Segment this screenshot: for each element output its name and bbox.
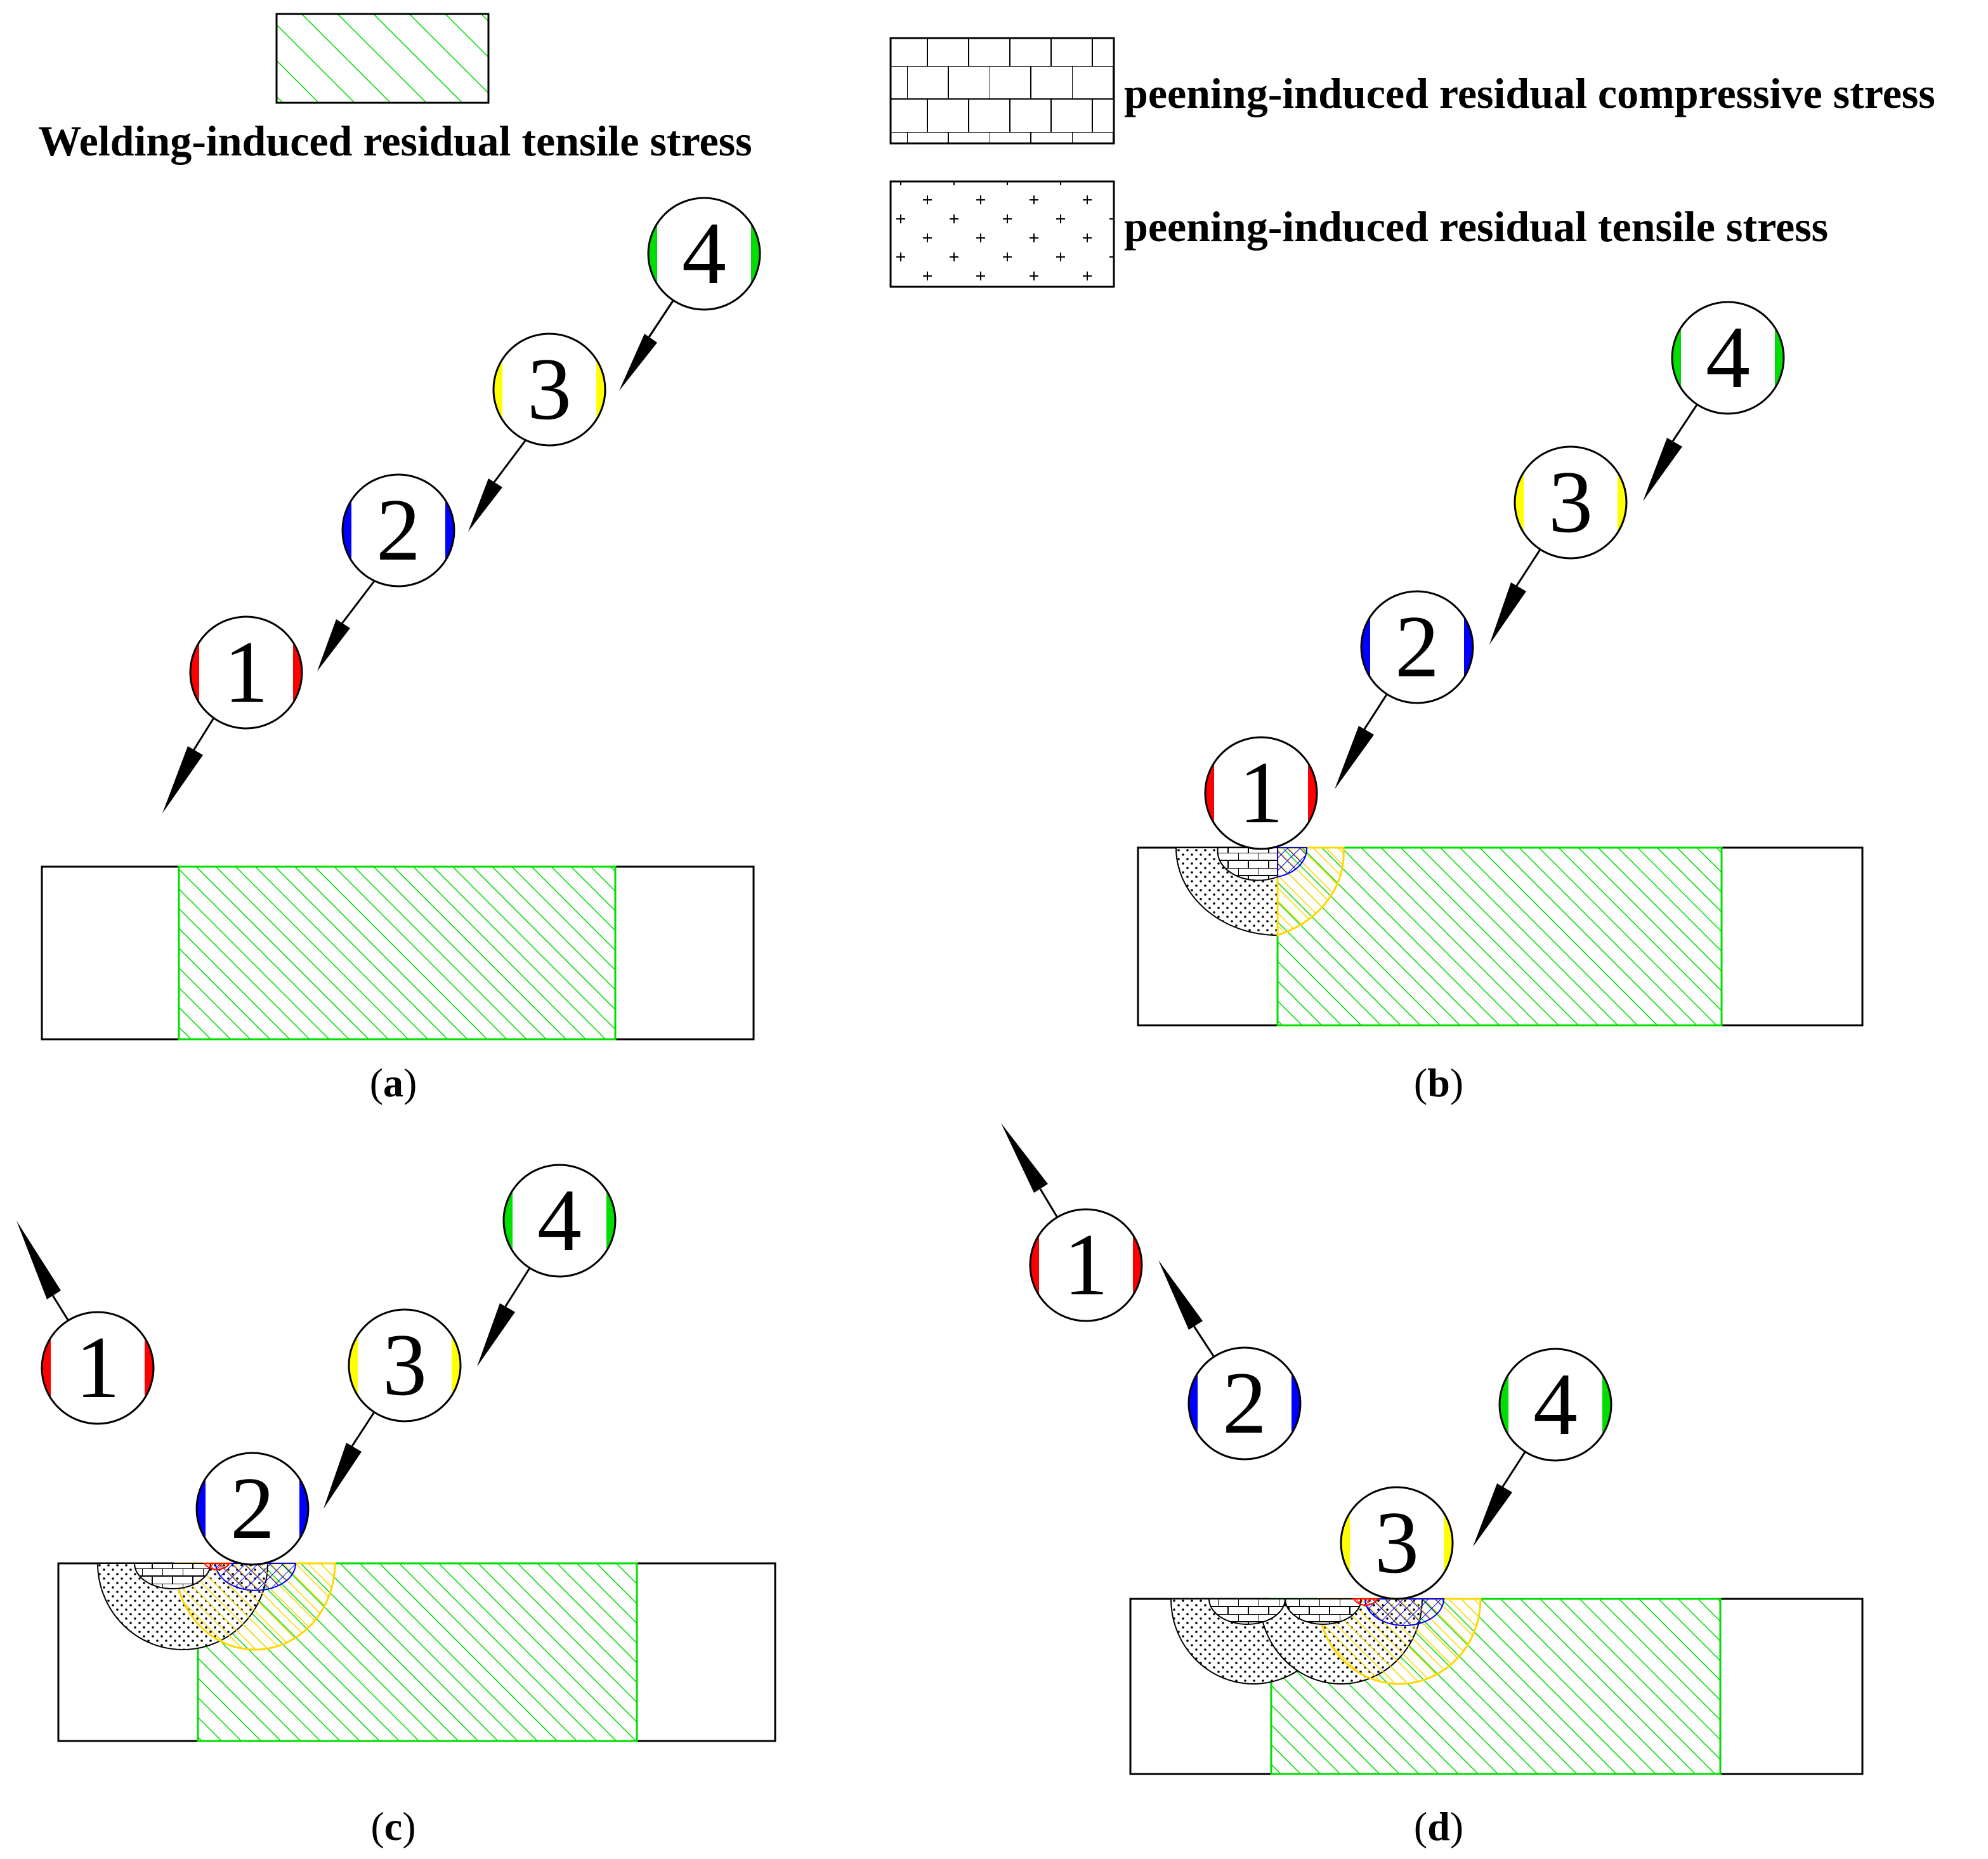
legend: Welding-induced residual tensile stress … bbox=[38, 13, 1935, 288]
shot-ball-2: 2 bbox=[1187, 1346, 1302, 1461]
shot-ball-3: 3 bbox=[1514, 445, 1628, 560]
peening-compressive-zone bbox=[1217, 847, 1278, 881]
legend-peening-compressive-swatch bbox=[889, 37, 1115, 145]
shot-ball-3: 3 bbox=[1340, 1486, 1454, 1600]
trajectory-arrow bbox=[162, 253, 705, 813]
peening-tensile-zone-weld-side bbox=[1317, 1598, 1482, 1685]
svg-text:1: 1 bbox=[1239, 744, 1283, 842]
legend-welding-tensile-label: Welding-induced residual tensile stress bbox=[38, 117, 752, 165]
panel-caption: (a) bbox=[370, 1060, 417, 1105]
shot-ball-2: 2 bbox=[341, 473, 455, 588]
peening-compressive-zone bbox=[1284, 1598, 1363, 1625]
svg-text:3: 3 bbox=[383, 1316, 427, 1414]
svg-text:1: 1 bbox=[1064, 1216, 1108, 1314]
overlap-zone bbox=[203, 1563, 231, 1570]
peening-compressive-zone-weld-side bbox=[1364, 1598, 1445, 1626]
svg-text:4: 4 bbox=[537, 1171, 582, 1270]
peening-compressive-zone bbox=[133, 1563, 212, 1589]
panel-b: (b) 4 3 2 bbox=[1137, 301, 1864, 1105]
shot-ball-1: 1 bbox=[1029, 1208, 1143, 1322]
svg-text:1: 1 bbox=[224, 623, 268, 721]
svg-text:4: 4 bbox=[682, 204, 726, 303]
trajectory-arrow bbox=[1335, 357, 1729, 789]
svg-text:4: 4 bbox=[1706, 308, 1750, 407]
panel-caption: (b) bbox=[1414, 1060, 1463, 1105]
panel-d: (d) 4 3 2 bbox=[1001, 1123, 1864, 1849]
shot-ball-1: 1 bbox=[189, 615, 303, 730]
svg-text:2: 2 bbox=[1395, 598, 1439, 696]
shot-ball-4: 4 bbox=[1498, 1348, 1612, 1462]
shot-ball-1: 1 bbox=[41, 1311, 155, 1425]
peening-compressive-zone bbox=[1208, 1598, 1286, 1625]
svg-text:1: 1 bbox=[75, 1318, 120, 1417]
shot-ball-1: 1 bbox=[1204, 736, 1318, 850]
svg-text:2: 2 bbox=[376, 481, 421, 579]
shot-ball-2: 2 bbox=[195, 1452, 310, 1566]
shot-ball-3: 3 bbox=[348, 1308, 462, 1422]
peening-tensile-zone-weld-side bbox=[174, 1562, 336, 1651]
shot-ball-3: 3 bbox=[492, 332, 606, 447]
shot-ball-4: 4 bbox=[1671, 301, 1785, 415]
panel-c: (c) 4 3 2 bbox=[16, 1164, 776, 1849]
legend-welding-tensile-swatch bbox=[275, 13, 490, 104]
legend-peening-tensile-swatch bbox=[889, 180, 1115, 288]
panel-caption: (d) bbox=[1414, 1804, 1463, 1849]
svg-text:3: 3 bbox=[1548, 453, 1593, 551]
svg-text:3: 3 bbox=[527, 340, 572, 438]
panel-caption: (c) bbox=[370, 1804, 415, 1849]
welding-tensile-zone bbox=[1276, 846, 1723, 1027]
overlap-zone bbox=[1352, 1598, 1379, 1606]
legend-peening-compressive-label: peening-induced residual compressive str… bbox=[1124, 69, 1935, 117]
peening-compressive-zone-weld-side bbox=[1277, 847, 1308, 878]
welding-tensile-zone bbox=[178, 865, 617, 1041]
shot-ball-4: 4 bbox=[502, 1164, 617, 1278]
trajectory-arrow bbox=[1001, 1123, 1557, 1547]
legend-peening-tensile-label: peening-induced residual tensile stress bbox=[1124, 202, 1828, 251]
panel-a: (a) 4 3 bbox=[41, 197, 761, 1105]
svg-text:4: 4 bbox=[1533, 1355, 1578, 1454]
shot-ball-4: 4 bbox=[647, 197, 761, 311]
svg-text:2: 2 bbox=[230, 1459, 275, 1558]
shot-ball-2: 2 bbox=[1360, 590, 1474, 704]
svg-text:3: 3 bbox=[1375, 1494, 1419, 1592]
peening-compressive-zone-weld-side bbox=[214, 1563, 297, 1591]
svg-text:2: 2 bbox=[1222, 1354, 1267, 1452]
